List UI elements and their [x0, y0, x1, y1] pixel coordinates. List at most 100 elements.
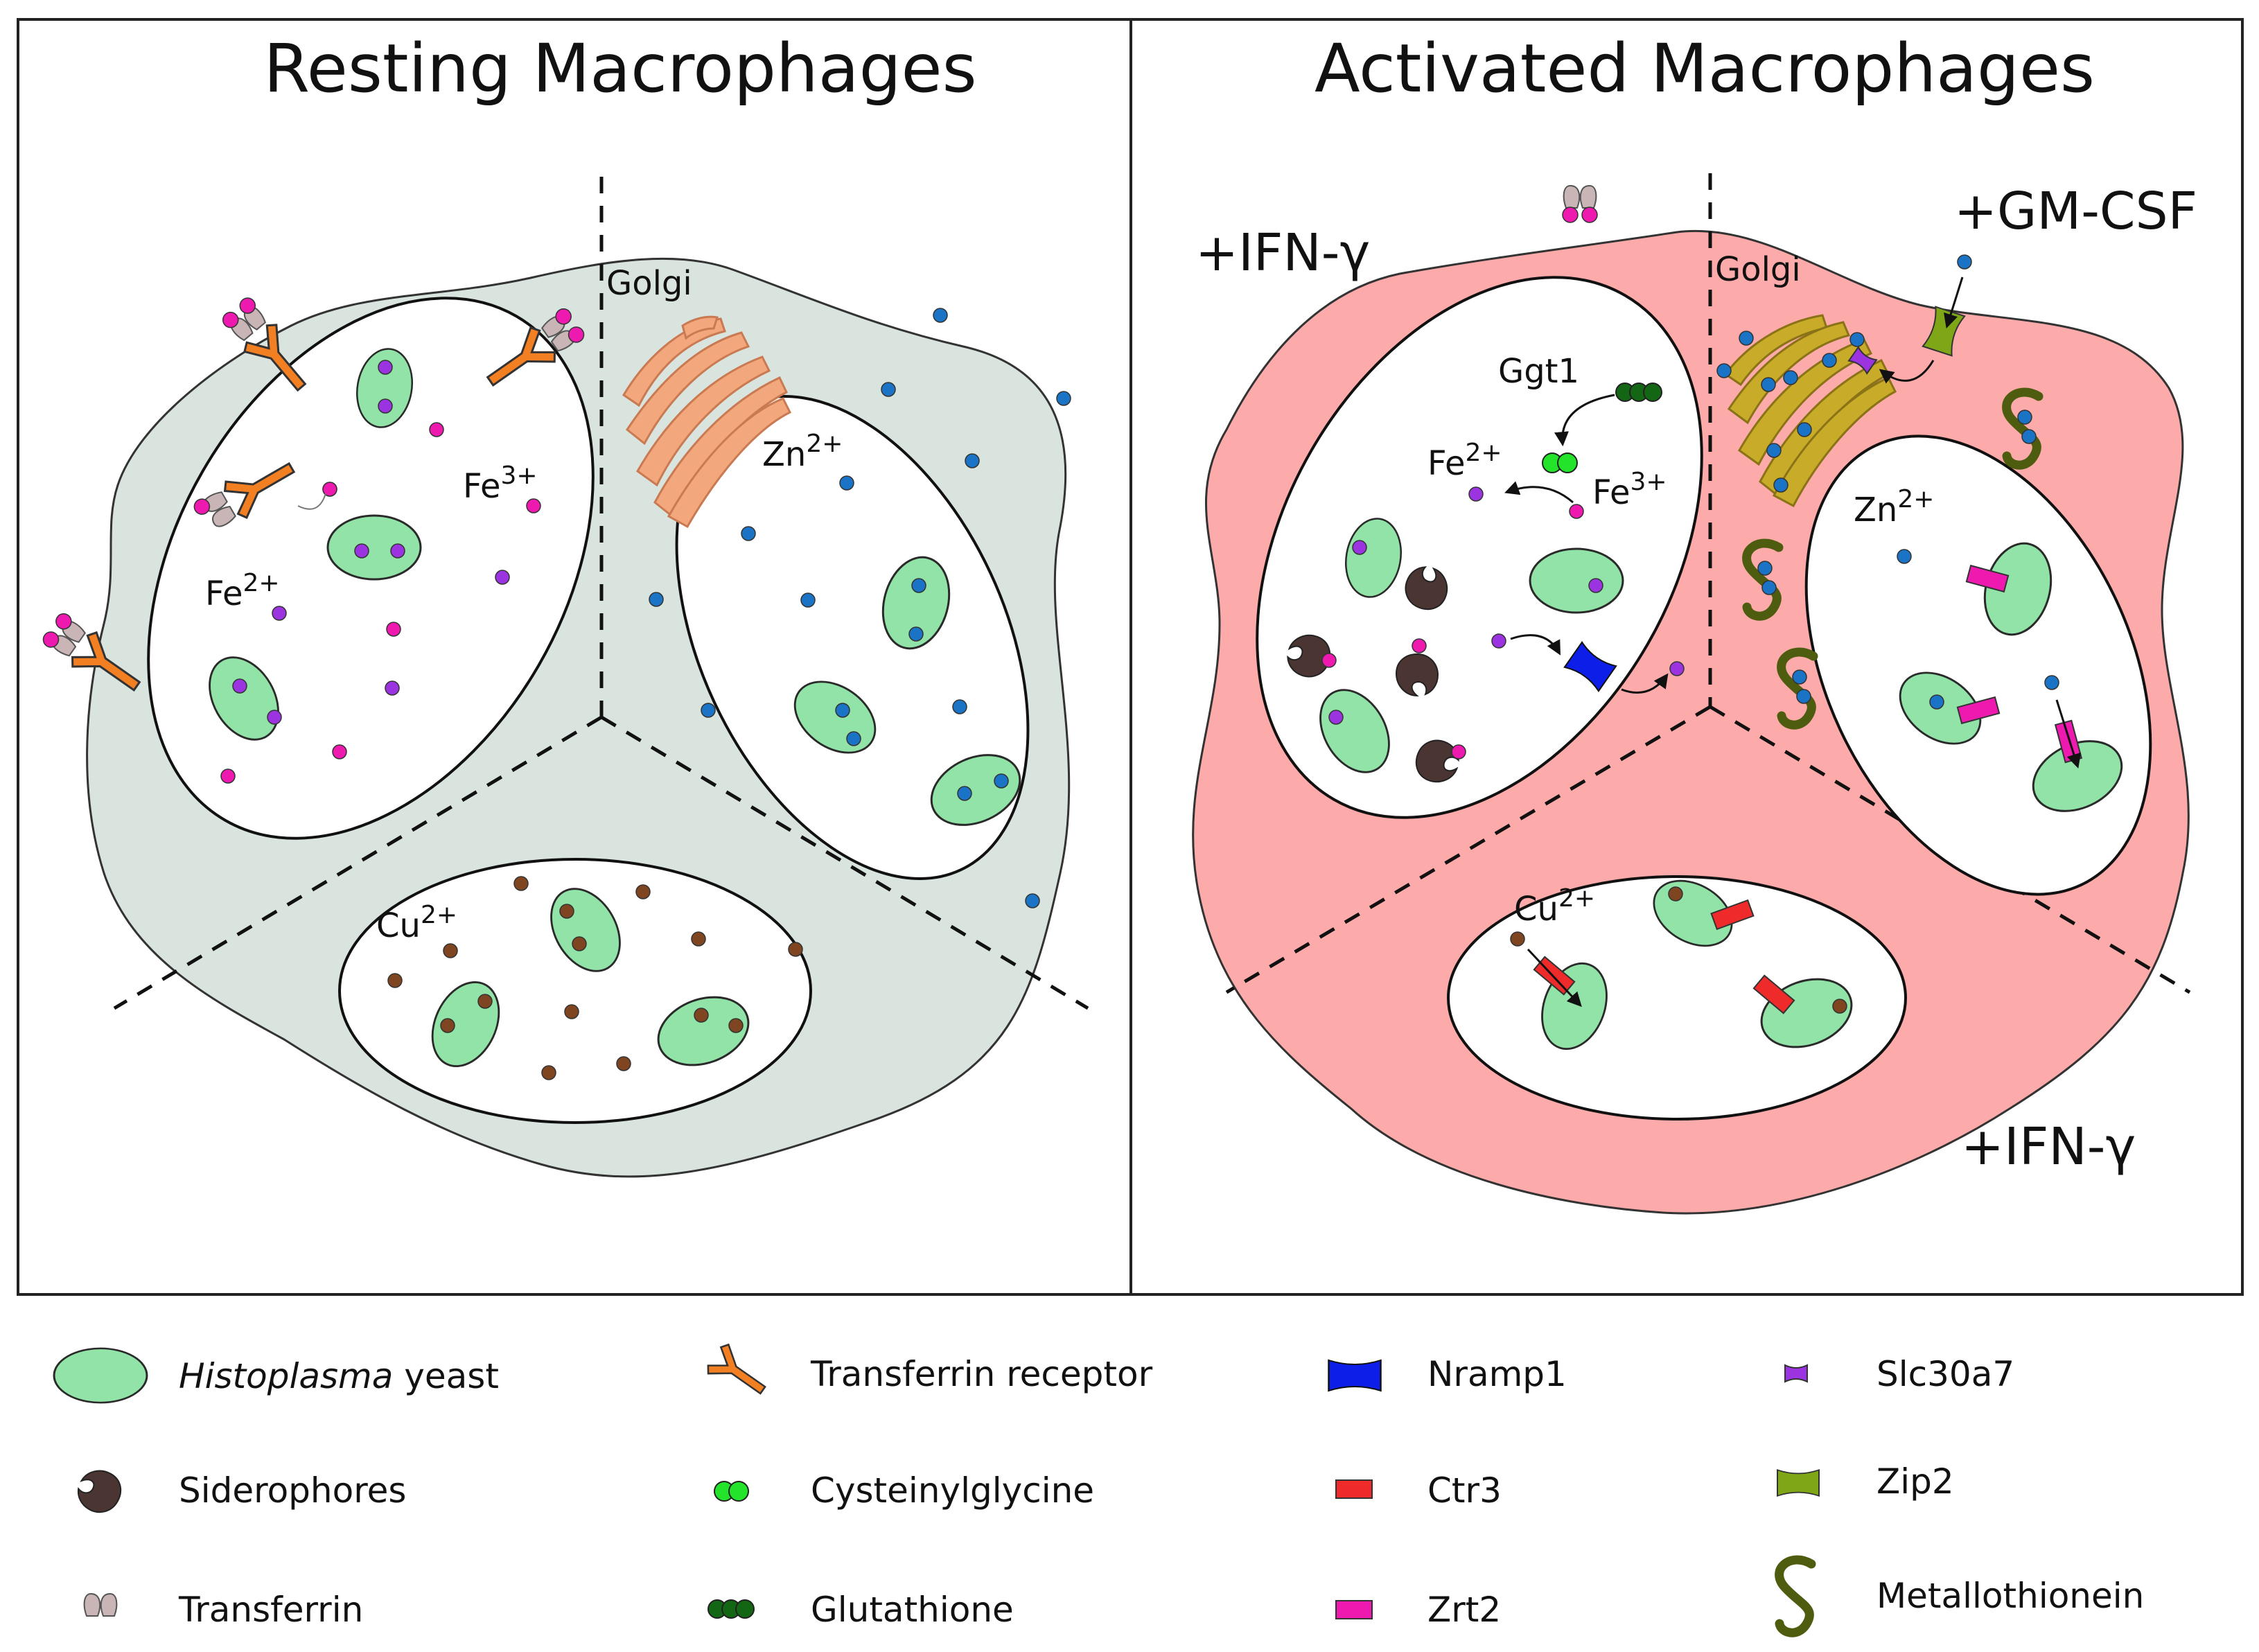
legend-item-metallothionein: Metallothionein: [1779, 1560, 2144, 1633]
legend-item-slc30a7: Slc30a7: [1784, 1354, 2014, 1394]
fe3-ion: [386, 622, 401, 637]
zinc-ion: [1957, 254, 1972, 270]
divider: [1709, 705, 2191, 994]
fe3-ion: [220, 768, 236, 784]
fe2-ion: [1491, 633, 1506, 649]
nramp-out-arrow: [1621, 673, 1669, 694]
transferrin-receptor-1: [222, 297, 319, 402]
divider: [1225, 705, 1712, 994]
fe3-ion: [429, 422, 444, 437]
transferrin-receptor-4: [42, 613, 150, 705]
nramp-in-arrow: [1510, 634, 1561, 656]
fe3-label-resting: Fe3+: [463, 462, 538, 506]
legend-item-histoplasma: Histoplasma yeast: [53, 1347, 499, 1404]
svg-text:Transferrin: Transferrin: [178, 1590, 363, 1630]
transferrin-receptor-3: [193, 448, 304, 530]
fe2-ion: [385, 680, 400, 696]
legend-item-ctr3: Ctr3: [1335, 1470, 1502, 1511]
divider: [113, 715, 603, 1010]
copper-ion: [1668, 886, 1683, 902]
ifn-gamma-label-bottom: +IFN-γ: [1961, 1117, 2136, 1177]
fe3-ion: [1451, 744, 1466, 759]
fe3-ion: [1321, 653, 1337, 668]
svg-text:Ctr3: Ctr3: [1427, 1470, 1502, 1511]
legend-item-siderophores: Siderophores: [70, 1462, 406, 1520]
svg-text:Slc30a7: Slc30a7: [1876, 1354, 2014, 1394]
fe2-ion: [1588, 578, 1603, 593]
gm-csf-label: +GM-CSF: [1954, 182, 2197, 241]
fe2-ion: [378, 398, 393, 414]
golgi-label-activated: Golgi: [1715, 250, 1801, 289]
ctr3-transporter: [1752, 974, 1795, 1014]
panel-frame-activated: [1130, 18, 2244, 1296]
zinc-ion: [2044, 675, 2059, 690]
fe2-label-resting: Fe2+: [205, 569, 280, 613]
metallothionein: [1782, 652, 1813, 725]
svg-text:Nramp1: Nramp1: [1427, 1354, 1567, 1394]
zinc-ion: [1929, 694, 1944, 710]
fe2-ion: [390, 543, 405, 559]
fe2-ion: [1669, 661, 1685, 676]
fe2-ion: [267, 710, 282, 725]
ggt1-arrow: [1554, 394, 1615, 447]
legend-item-transferrin: Transferrin: [83, 1590, 363, 1630]
legend-item-nramp1: Nramp1: [1328, 1354, 1567, 1394]
svg-text:Histoplasma yeast: Histoplasma yeast: [179, 1356, 499, 1396]
zn-label-resting: Zn2+: [762, 430, 843, 474]
transferrin-receptor-2: [477, 308, 585, 400]
zrt2-import-arrow: [2055, 699, 2081, 769]
fe3-ion: [526, 498, 541, 513]
golgi-label-resting: Golgi: [606, 264, 692, 303]
activated-macrophage: Golgi: [1192, 173, 2197, 1215]
legend-item-glutathione: Glutathione: [707, 1590, 1014, 1630]
fe3-label-activated: Fe3+: [1592, 468, 1667, 512]
legend-item-transferrin-receptor: Transferrin receptor: [703, 1341, 1153, 1406]
transferrin: [1562, 185, 1598, 223]
copper-ion: [1510, 931, 1525, 947]
fe2-ion: [272, 606, 287, 621]
metallothionein: [2007, 392, 2039, 465]
legend-item-cysteinylglycine: Cysteinylglycine: [714, 1470, 1094, 1511]
phagosome-copper-activated: [1447, 875, 1907, 1121]
cysteinylglycine: [1542, 452, 1578, 473]
resting-macrophage: Golgi Fe2+: [42, 177, 1089, 1178]
zinc-flux-arrow: [1879, 360, 1935, 384]
zrt2-transporter: [1965, 564, 2010, 593]
svg-text:Zip2: Zip2: [1876, 1461, 1954, 1502]
golgi-zinc: [1716, 331, 1865, 493]
legend-item-zrt2: Zrt2: [1335, 1590, 1501, 1630]
fe2-label-activated: Fe2+: [1427, 439, 1502, 483]
svg-text:Siderophores: Siderophores: [179, 1470, 406, 1511]
fe3-ion: [1412, 638, 1427, 653]
zrt2-transporter: [1956, 696, 2001, 725]
zinc-ion: [1897, 549, 1912, 564]
histoplasma-yeast: [326, 514, 422, 581]
fe2-ion: [495, 570, 510, 585]
divider: [600, 715, 1089, 1010]
fe2-ion: [378, 360, 393, 375]
panel-title-activated: Activated Macrophages: [1315, 30, 2095, 107]
zip2-import-arrow: [1944, 276, 1964, 329]
ifn-gamma-label-top: +IFN-γ: [1195, 223, 1370, 283]
legend: Histoplasma yeast Siderophores Transferr…: [53, 1341, 2144, 1633]
svg-text:Zrt2: Zrt2: [1427, 1590, 1501, 1630]
fe2-ion: [232, 678, 247, 694]
fe3-ion: [332, 744, 347, 759]
svg-text:Metallothionein: Metallothionein: [1876, 1576, 2144, 1616]
fe2-ion: [1328, 710, 1344, 725]
cu-label-activated: Cu2+: [1514, 884, 1595, 929]
ctr3-transporter: [1710, 899, 1755, 931]
golgi-resting: [622, 315, 792, 529]
fe2-ion: [1352, 540, 1367, 555]
copper-ion: [1832, 999, 1847, 1014]
fe2-ion: [354, 543, 369, 559]
ctr3-import-arrow: [1527, 948, 1582, 1008]
panel-title-resting: Resting Macrophages: [263, 30, 976, 107]
cu-label-resting: Cu2+: [376, 901, 457, 945]
fe3-ion: [1569, 504, 1584, 519]
ggt1-label: Ggt1: [1498, 352, 1579, 391]
copper-dots: [387, 876, 803, 1080]
glutathione: [1615, 383, 1662, 402]
fe3-ion: [322, 482, 337, 497]
